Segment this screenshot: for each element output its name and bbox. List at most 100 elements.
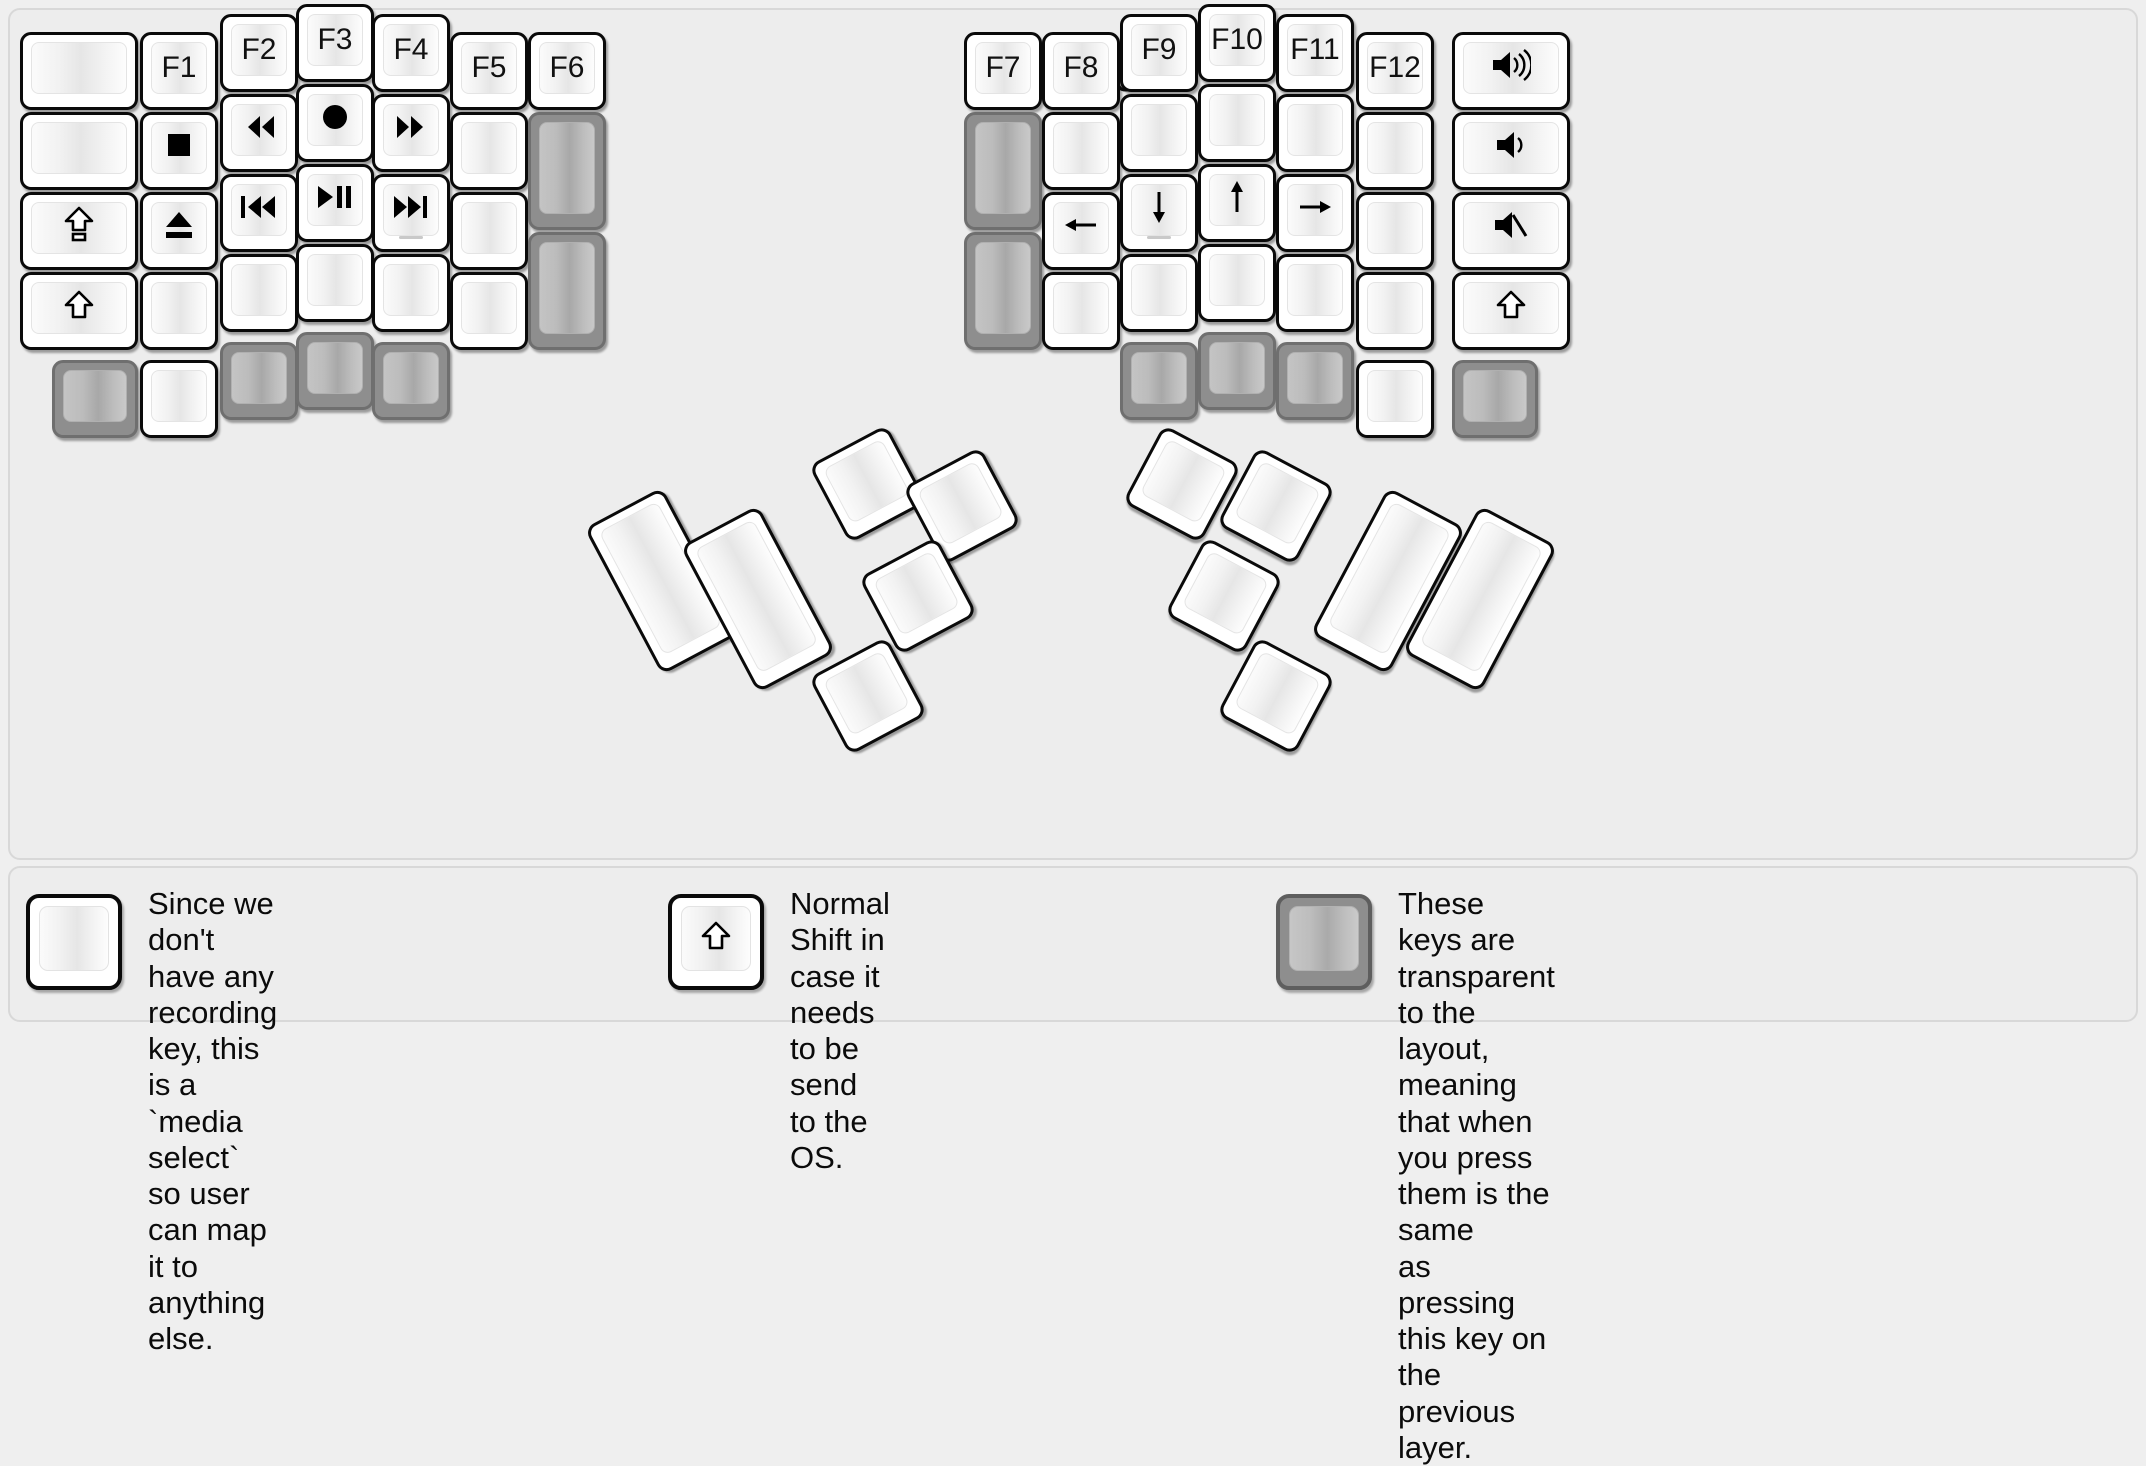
key-cap: [1139, 438, 1228, 525]
key-cap: F11: [1287, 24, 1343, 76]
left-col-outer-r2[interactable]: [20, 112, 138, 190]
right-col-f8-r1[interactable]: F8: [1042, 32, 1120, 110]
left-col-f6-r1[interactable]: F6: [528, 32, 606, 110]
left-col-f4-r2[interactable]: [372, 94, 450, 172]
right-bottom-3[interactable]: [1276, 342, 1354, 420]
left-col-f3-r4[interactable]: [296, 244, 374, 322]
key-label: F12: [1369, 51, 1421, 84]
left-col-f5-r4[interactable]: [450, 272, 528, 350]
left-col-f5-r1[interactable]: F5: [450, 32, 528, 110]
right-col-f11-r2[interactable]: [1276, 94, 1354, 172]
key-cap: [872, 550, 961, 637]
left-col-f4-r1[interactable]: F4: [372, 14, 450, 92]
right-col-outer-right-r1[interactable]: [1452, 32, 1570, 110]
right-col-f10-r2[interactable]: [1198, 84, 1276, 162]
key-cap: F9: [1131, 24, 1187, 76]
right-col-f12-r3[interactable]: [1356, 192, 1434, 270]
left-col-f2-r2[interactable]: [220, 94, 298, 172]
right-col-f10-r3[interactable]: [1198, 164, 1276, 242]
play-pause-icon: [315, 183, 355, 217]
key-label: F9: [1141, 33, 1177, 66]
right-col-f11-r1[interactable]: F11: [1276, 14, 1354, 92]
left-col-f3-r3[interactable]: [296, 164, 374, 242]
left-col-f3-r1[interactable]: F3: [296, 4, 374, 82]
right-col-f9-r2[interactable]: [1120, 94, 1198, 172]
right-col-f12-r4[interactable]: [1356, 272, 1434, 350]
key-cap: [1209, 174, 1265, 226]
key-cap: [1463, 202, 1559, 254]
right-col-f11-r4[interactable]: [1276, 254, 1354, 332]
left-col-f1-r4[interactable]: [140, 272, 218, 350]
left-col-f5-r2[interactable]: [450, 112, 528, 190]
left-bottom-5[interactable]: [372, 342, 450, 420]
left-bottom-3[interactable]: [220, 342, 298, 420]
right-col-f8-r2[interactable]: [1042, 112, 1120, 190]
key-cap: [461, 202, 517, 254]
key-cap: F7: [975, 42, 1031, 94]
left-col-f2-r3[interactable]: [220, 174, 298, 252]
left-col-f1-r1[interactable]: F1: [140, 32, 218, 110]
left-col-f1-r3[interactable]: [140, 192, 218, 270]
left-bottom-1[interactable]: [52, 360, 138, 438]
right-col-f9-r1[interactable]: F9: [1120, 14, 1198, 92]
left-col-f3-r2[interactable]: [296, 84, 374, 162]
right-bottom-2[interactable]: [1198, 332, 1276, 410]
left-bottom-2[interactable]: [140, 360, 218, 438]
left-col-f5-r3[interactable]: [450, 192, 528, 270]
key-cap: [461, 122, 517, 174]
right-bottom-4[interactable]: [1356, 360, 1434, 438]
key-cap: [1131, 184, 1187, 236]
arrow-left-icon: [1063, 210, 1099, 246]
key-cap: [307, 94, 363, 146]
left-col-f2-r1[interactable]: F2: [220, 14, 298, 92]
right-col-f7-r1[interactable]: F7: [964, 32, 1042, 110]
key-cap: F4: [383, 24, 439, 76]
previous-track-icon: [239, 193, 279, 227]
left-bottom-4[interactable]: [296, 332, 374, 410]
right-bottom-5[interactable]: [1452, 360, 1538, 438]
right-col-f9-r4[interactable]: [1120, 254, 1198, 332]
right-bottom-1[interactable]: [1120, 342, 1198, 420]
right-col-f12-r2[interactable]: [1356, 112, 1434, 190]
right-col-outer-right-r3[interactable]: [1452, 192, 1570, 270]
right-col-f11-r3[interactable]: [1276, 174, 1354, 252]
key-label: F1: [161, 51, 197, 84]
left-col-f4-r3[interactable]: [372, 174, 450, 252]
right-col-f12-r1[interactable]: F12: [1356, 32, 1434, 110]
key-cap: [1233, 650, 1322, 737]
left-col-f6-r3[interactable]: [528, 232, 606, 350]
key-cap: F8: [1053, 42, 1109, 94]
right-col-outer-right-r4[interactable]: [1452, 272, 1570, 350]
left-col-f6-r2[interactable]: [528, 112, 606, 230]
arrow-right-icon: [1297, 192, 1333, 228]
key-cap: [151, 370, 207, 422]
key-cap: [1463, 370, 1527, 422]
left-col-outer-r1[interactable]: [20, 32, 138, 110]
key-cap: [1131, 264, 1187, 316]
key-cap: [1181, 550, 1270, 637]
right-col-f9-r3[interactable]: [1120, 174, 1198, 252]
key-cap: [1287, 264, 1343, 316]
key-cap: [31, 42, 127, 94]
key-cap: [383, 184, 439, 236]
key-cap: [231, 184, 287, 236]
key-cap: [1367, 122, 1423, 174]
left-col-outer-r3[interactable]: [20, 192, 138, 270]
right-col-f10-r1[interactable]: F10: [1198, 4, 1276, 82]
key-cap: F1: [151, 42, 207, 94]
right-col-f8-r4[interactable]: [1042, 272, 1120, 350]
key-label: F2: [241, 33, 277, 66]
key-cap: F10: [1209, 14, 1265, 66]
right-col-f7-r3[interactable]: [964, 232, 1042, 350]
left-col-f1-r2[interactable]: [140, 112, 218, 190]
right-col-outer-right-r2[interactable]: [1452, 112, 1570, 190]
left-col-outer-r4[interactable]: [20, 272, 138, 350]
left-col-f4-r4[interactable]: [372, 254, 450, 332]
key-cap: F3: [307, 14, 363, 66]
right-col-f10-r4[interactable]: [1198, 244, 1276, 322]
eject-icon: [163, 208, 195, 248]
right-col-f7-r2[interactable]: [964, 112, 1042, 230]
left-col-f2-r4[interactable]: [220, 254, 298, 332]
key-label: F4: [393, 33, 429, 66]
right-col-f8-r3[interactable]: [1042, 192, 1120, 270]
